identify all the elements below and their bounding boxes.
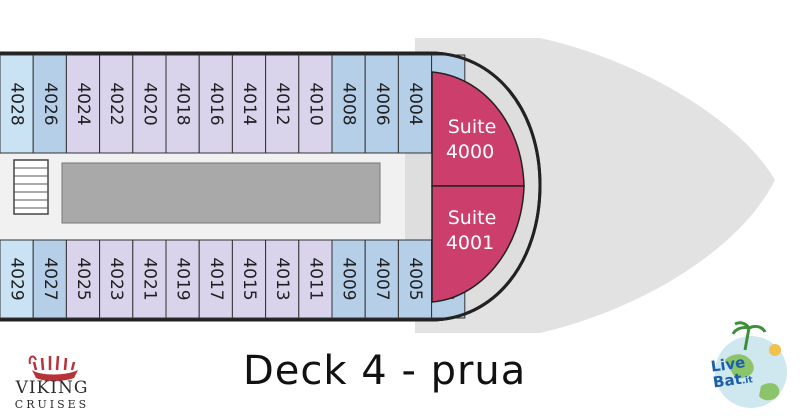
top-cabin-4024[interactable]: [65, 54, 101, 154]
bottom-cabin-label-4015: 4015: [239, 257, 259, 300]
viking-ship-icon: [28, 355, 78, 381]
bottom-cabin-label-4023: 4023: [106, 257, 126, 300]
bottom-cabin-4013[interactable]: [265, 239, 300, 319]
central-atrium: [61, 162, 381, 224]
top-cabin-label-4026: 4026: [40, 82, 60, 125]
top-cabin-4014[interactable]: [231, 54, 267, 154]
viking-brand-name: VIKING: [15, 378, 89, 398]
top-cabin-label-4016: 4016: [206, 82, 226, 125]
stairwell: [13, 159, 49, 215]
top-cabin-4022[interactable]: [99, 54, 134, 154]
top-cabin-4004[interactable]: [397, 54, 433, 154]
bottom-cabin-label-4005: 4005: [405, 257, 425, 300]
top-cabin-label-4018: 4018: [173, 82, 193, 125]
viking-brand-sub: CRUISES: [14, 398, 90, 411]
liveboat-wordmark: Live Bat.it: [710, 353, 754, 393]
top-cabin-label-4020: 4020: [139, 82, 159, 125]
suite-4001-area[interactable]: [431, 185, 525, 303]
liveboat-suffix: .it: [741, 375, 754, 387]
bottom-cabin-label-4025: 4025: [73, 257, 93, 300]
bottom-cabin-label-4021: 4021: [139, 257, 159, 300]
suite-4001-word: Suite: [448, 207, 497, 229]
liveboat-line2-b: at: [723, 369, 743, 391]
deck-title: Deck 4 - prua: [243, 348, 527, 394]
top-cabin-label-4024: 4024: [73, 82, 93, 125]
top-cabin-4006[interactable]: [364, 54, 399, 154]
bottom-cabin-label-4007: 4007: [372, 257, 392, 300]
bottom-cabin-label-4019: 4019: [173, 257, 193, 300]
top-cabin-label-4014: 4014: [239, 82, 259, 125]
bottom-cabin-row: 4029 4027 4025 4023 4021 4019 4017 4015 4013 4011…: [0, 239, 466, 319]
suite-4000-number: 4000: [446, 141, 494, 163]
top-cabin-label-4004: 4004: [405, 82, 425, 125]
top-cabin-row: 4028 4026 4024 4022 4020 4018 4016 4014 4012 4010…: [0, 54, 466, 154]
bottom-cabin-4007[interactable]: [364, 239, 399, 319]
bottom-cabin-4009[interactable]: [331, 239, 366, 319]
suite-4001-number: 4001: [446, 232, 494, 254]
deck-outline-stroke: [0, 51, 542, 322]
top-cabin-label-4006: 4006: [372, 82, 392, 125]
top-cabin-4008[interactable]: [331, 54, 366, 154]
top-cabin-4028[interactable]: [0, 54, 34, 154]
top-cabin-4020[interactable]: [132, 54, 167, 154]
bottom-cabin-4029[interactable]: [0, 239, 34, 319]
bottom-cabin-label-4013: 4013: [272, 257, 292, 300]
top-cabin-label-4028: 4028: [7, 82, 27, 125]
bottom-cabin-label-4027: 4027: [40, 257, 60, 300]
viking-cruises-logo: [28, 355, 78, 381]
top-cabin-label-4008: 4008: [339, 82, 359, 125]
bottom-cabin-4005[interactable]: [397, 239, 433, 319]
bottom-cabin-label-4011: 4011: [305, 257, 325, 300]
top-cabin-4010[interactable]: [298, 54, 333, 154]
top-cabin-label-4012: 4012: [272, 82, 292, 125]
top-cabin-4016[interactable]: [198, 54, 233, 154]
top-cabin-4012[interactable]: [265, 54, 300, 154]
palm-tree-icon: [731, 321, 767, 351]
bottom-cabin-label-4017: 4017: [206, 257, 226, 300]
suite-4000-word: Suite: [448, 116, 497, 138]
top-cabin-4018[interactable]: [165, 54, 200, 154]
liveboat-logo: [715, 321, 787, 408]
bottom-cabin-label-4029: 4029: [7, 257, 27, 300]
top-cabin-4026[interactable]: [32, 54, 67, 154]
bottom-cabin-4019[interactable]: [165, 239, 200, 319]
top-cabin-label-4022: 4022: [106, 82, 126, 125]
top-cabin-label-4010: 4010: [305, 82, 325, 125]
bottom-cabin-label-4009: 4009: [339, 257, 359, 300]
bottom-cabin-4023[interactable]: [99, 239, 134, 319]
